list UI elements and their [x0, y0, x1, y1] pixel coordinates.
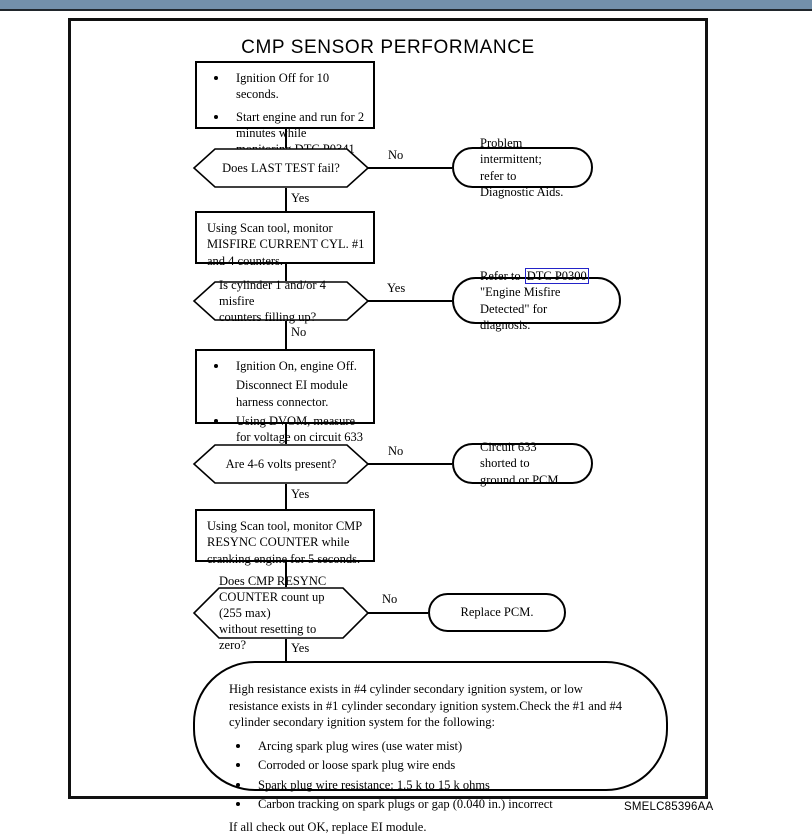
node-decision1[interactable]: Does LAST TEST fail?	[193, 148, 369, 188]
node-decision4[interactable]: Does CMP RESYNC COUNTER count up (255 ma…	[193, 587, 369, 639]
step2-line-2: MISFIRE CURRENT CYL. #1	[207, 236, 365, 252]
page-title: CMP SENSOR PERFORMANCE	[71, 37, 705, 59]
node-decision2[interactable]: Is cylinder 1 and/or 4 misfire counters …	[193, 281, 369, 321]
branch-label-yes-3: Yes	[291, 488, 309, 501]
list-item: Corroded or loose spark plug wire ends	[229, 757, 632, 774]
term2-suffix: "Engine Misfire Detected" for diagnosis.	[480, 285, 560, 332]
list-item: Carbon tracking on spark plugs or gap (0…	[229, 796, 632, 813]
term1-line-1: Problem intermittent;	[480, 135, 565, 168]
decision1-label: Does LAST TEST fail?	[219, 148, 343, 188]
bullet-dot-icon	[214, 419, 218, 423]
term3-text: Circuit 633 shorted to ground or PCM.	[480, 439, 565, 488]
branch-label-yes-2: Yes	[387, 282, 405, 295]
document-page: CMP SENSOR PERFORMANCE Ignition Off for …	[68, 18, 708, 799]
node-terminator-refer-dtc-p0300[interactable]: Refer to DTC P0300 "Engine Misfire Detec…	[452, 277, 621, 324]
decision4-line-1: Does CMP RESYNC	[219, 573, 343, 589]
branch-label-no-1: No	[388, 149, 403, 162]
connector-decision4-yes	[285, 639, 287, 661]
connector-decision2-no	[285, 321, 287, 349]
branch-label-yes-4: Yes	[291, 642, 309, 655]
connector-decision1-no	[368, 167, 452, 169]
step3-bullet-list: Ignition On, engine Off.	[207, 358, 365, 374]
decision2-label: Is cylinder 1 and/or 4 misfire counters …	[219, 281, 343, 321]
conclusion-intro: High resistance exists in #4 cylinder se…	[229, 681, 632, 731]
term2-text: Refer to DTC P0300 "Engine Misfire Detec…	[480, 268, 593, 333]
conclusion-bullet-4: Carbon tracking on spark plugs or gap (0…	[258, 797, 553, 811]
dtc-p0300-link[interactable]: DTC P0300	[525, 268, 589, 284]
list-item: Ignition On, engine Off.	[207, 358, 365, 374]
bullet-dot-icon	[236, 744, 240, 748]
term4-text: Replace PCM.	[461, 604, 534, 620]
decision3-text: Are 4-6 volts present?	[226, 456, 337, 472]
bullet-dot-icon	[236, 763, 240, 767]
step2-line-1: Using Scan tool, monitor	[207, 220, 365, 236]
step4-line-2: RESYNC COUNTER while	[207, 534, 365, 550]
decision2-line-1: Is cylinder 1 and/or 4 misfire	[219, 277, 343, 309]
list-item: Spark plug wire resistance: 1.5 k to 15 …	[229, 777, 632, 794]
node-conclusion-summary[interactable]: High resistance exists in #4 cylinder se…	[193, 661, 668, 791]
step1-bullet-1: Ignition Off for 10 seconds.	[236, 71, 329, 101]
flowchart-diagram: CMP SENSOR PERFORMANCE Ignition Off for …	[71, 21, 705, 796]
term1-line-2: refer to Diagnostic Aids.	[480, 168, 565, 201]
connector-step3-to-decision3	[285, 424, 287, 444]
node-terminator-problem-intermittent[interactable]: Problem intermittent; refer to Diagnosti…	[452, 147, 593, 188]
figure-id-code: SMELC85396AA	[624, 801, 713, 813]
bullet-dot-icon	[214, 115, 218, 119]
term2-prefix: Refer to	[480, 269, 524, 283]
decision4-line-3: without resetting to zero?	[219, 621, 343, 653]
conclusion-bullet-1: Arcing spark plug wires (use water mist)	[258, 739, 462, 753]
window-chrome-bar	[0, 0, 812, 11]
step3-subline: Disconnect EI module harness connector.	[207, 377, 365, 410]
step4-line-1: Using Scan tool, monitor CMP	[207, 518, 365, 534]
decision4-label: Does CMP RESYNC COUNTER count up (255 ma…	[219, 587, 343, 639]
step3-bullet-1: Ignition On, engine Off.	[236, 359, 357, 373]
node-terminator-replace-pcm[interactable]: Replace PCM.	[428, 593, 566, 632]
connector-decision1-yes	[285, 188, 287, 211]
branch-label-yes-1: Yes	[291, 192, 309, 205]
decision2-line-2: counters filling up?	[219, 309, 343, 325]
node-decision3[interactable]: Are 4-6 volts present?	[193, 444, 369, 484]
term1-text: Problem intermittent; refer to Diagnosti…	[480, 135, 565, 200]
connector-step1-to-decision1	[285, 129, 287, 148]
node-step2-process[interactable]: Using Scan tool, monitor MISFIRE CURRENT…	[195, 211, 375, 264]
term3-line-2: ground or PCM.	[480, 472, 565, 488]
branch-label-no-2: No	[291, 326, 306, 339]
term3-line-1: Circuit 633 shorted to	[480, 439, 565, 472]
connector-decision3-no	[368, 463, 452, 465]
branch-label-no-3: No	[388, 445, 403, 458]
connector-decision4-no	[368, 612, 428, 614]
bullet-dot-icon	[214, 76, 218, 80]
conclusion-bullet-2: Corroded or loose spark plug wire ends	[258, 758, 455, 772]
node-step1-process[interactable]: Ignition Off for 10 seconds. Start engin…	[195, 61, 375, 129]
connector-decision2-yes	[368, 300, 452, 302]
node-terminator-circuit-633-shorted[interactable]: Circuit 633 shorted to ground or PCM.	[452, 443, 593, 484]
list-item: Ignition Off for 10 seconds.	[207, 70, 365, 103]
decision1-text: Does LAST TEST fail?	[222, 160, 340, 176]
list-item: Arcing spark plug wires (use water mist)	[229, 738, 632, 755]
decision3-label: Are 4-6 volts present?	[219, 444, 343, 484]
node-step3-process[interactable]: Ignition On, engine Off. Disconnect EI m…	[195, 349, 375, 424]
node-step4-process[interactable]: Using Scan tool, monitor CMP RESYNC COUN…	[195, 509, 375, 562]
conclusion-bullet-3: Spark plug wire resistance: 1.5 k to 15 …	[258, 778, 490, 792]
conclusion-bullet-list: Arcing spark plug wires (use water mist)…	[229, 738, 632, 813]
branch-label-no-4: No	[382, 593, 397, 606]
bullet-dot-icon	[236, 802, 240, 806]
bullet-dot-icon	[214, 364, 218, 368]
decision4-line-2: COUNTER count up (255 max)	[219, 589, 343, 621]
connector-decision3-yes	[285, 484, 287, 509]
bullet-dot-icon	[236, 783, 240, 787]
